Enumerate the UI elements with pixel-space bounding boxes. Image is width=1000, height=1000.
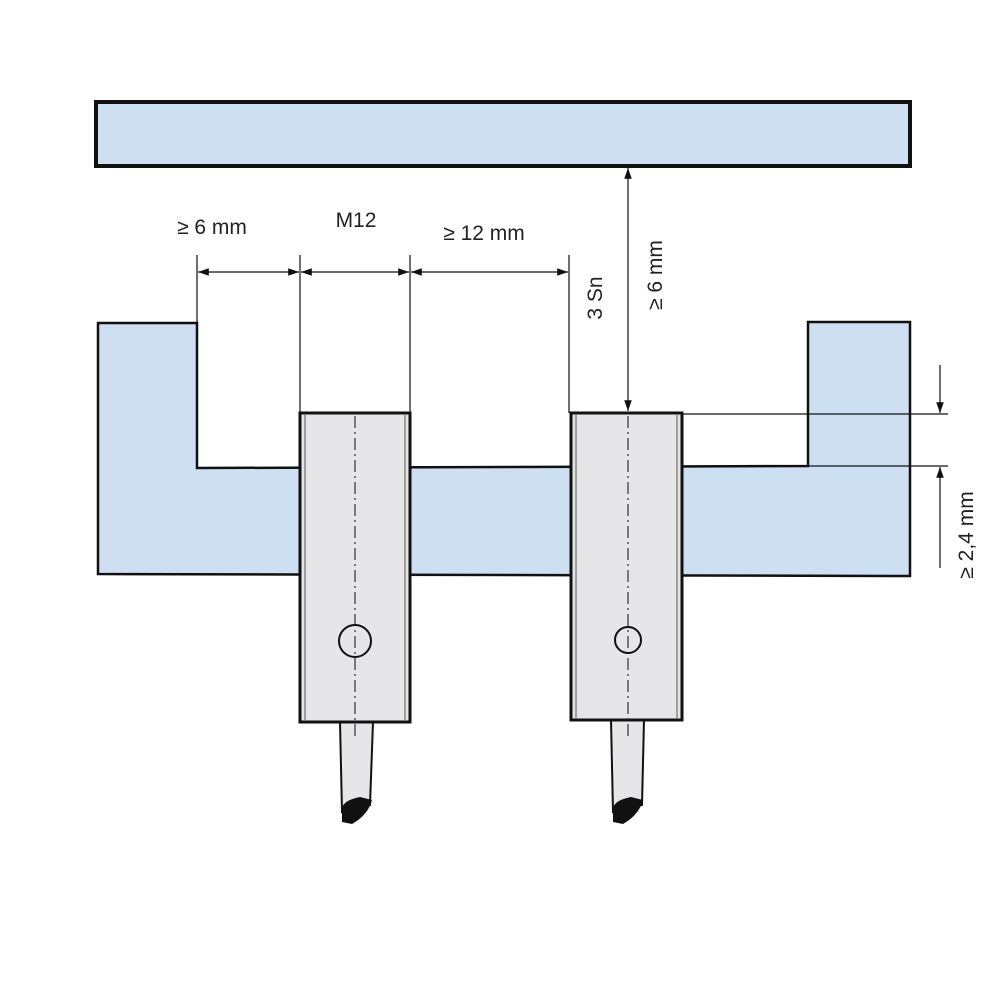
horizontal-dimensions (196, 255, 570, 413)
cable-tip-left (342, 797, 372, 824)
label-switching-distance: 3 Sn (584, 276, 607, 319)
label-target-clearance: ≥ 6 mm (644, 240, 667, 310)
cable-tip-right (613, 797, 643, 824)
flush-offset-dimension (682, 365, 948, 568)
mounting-bracket (96, 320, 912, 578)
label-flush-offset: ≥ 2,4 mm (955, 491, 978, 578)
led-indicator-left (338, 624, 372, 658)
target-plate (94, 100, 912, 168)
sensor-left (298, 411, 412, 824)
label-thread-size: M12 (336, 209, 377, 232)
led-indicator-right (614, 626, 642, 654)
label-sensor-spacing: ≥ 12 mm (443, 222, 525, 245)
label-side-clearance: ≥ 6 mm (177, 216, 247, 239)
sensor-right (569, 411, 684, 824)
